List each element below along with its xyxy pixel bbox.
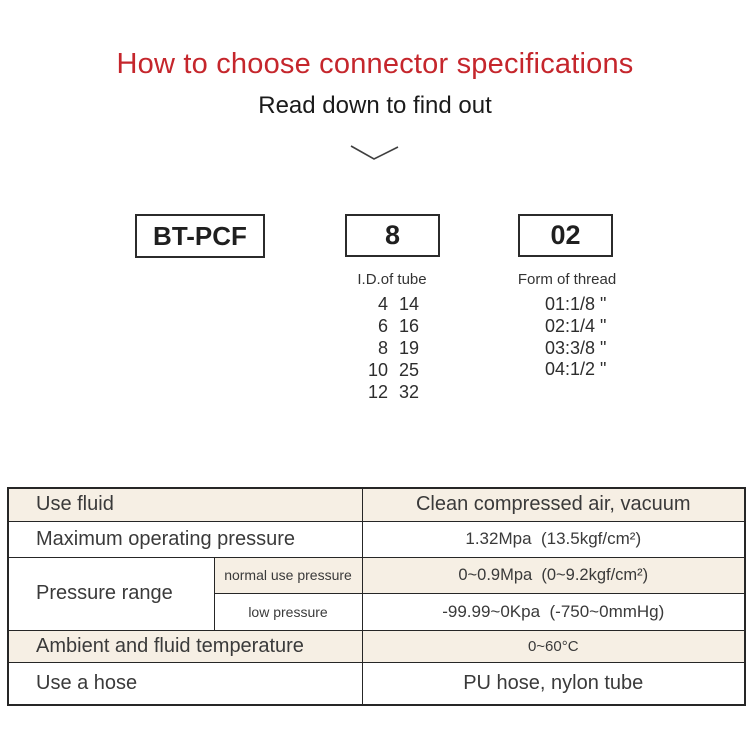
spec-value-temperature: 0~60°C	[361, 629, 746, 663]
spec-label-hose: Use a hose	[7, 661, 363, 706]
spec-sublabel-low-pressure: low pressure	[213, 592, 363, 631]
tube-id: 10	[367, 359, 388, 380]
tube-caption: I.D.of tube	[357, 271, 427, 288]
chevron-down-icon	[350, 145, 399, 160]
tube-id: 4	[377, 294, 388, 315]
spec-value-normal-pressure: 0~0.9Mpa (0~9.2kgf/cm²)	[361, 556, 746, 594]
model-code-text: BT-PCF	[153, 220, 247, 251]
spec-label-pressure-range: Pressure range	[7, 556, 215, 631]
tube-size-row: 8 19	[338, 338, 446, 360]
spec-value-use-fluid: Clean compressed air, vacuum	[361, 487, 746, 522]
table-row: low pressure -99.99~0Kpa (-750~0mmHg)	[8, 592, 746, 631]
spec-label-temperature: Ambient and fluid temperature	[7, 629, 363, 663]
table-row: Pressure range normal use pressure 0~0.9…	[7, 556, 746, 631]
tube-od: 32	[399, 381, 420, 402]
tube-size-row: 4 14	[338, 294, 446, 316]
thread-option-list: 01:1/8 " 02:1/4 " 03:3/8 " 04:1/2 "	[545, 294, 606, 381]
tube-size-row: 10 25	[338, 359, 446, 381]
tube-id: 8	[377, 337, 388, 358]
table-row: Maximum operating pressure 1.32Mpa (13.5…	[7, 520, 746, 558]
tube-size-list: 4 14 6 16 8 19 10 25 12 32	[338, 294, 446, 403]
page-subtitle: Read down to find out	[258, 92, 492, 119]
tube-od: 25	[399, 359, 420, 380]
thread-code-text: 02	[550, 220, 581, 250]
thread-option: 02:1/4 "	[545, 315, 607, 336]
tube-size-code-text: 8	[384, 220, 401, 250]
thread-option: 03:3/8 "	[545, 337, 607, 358]
tube-size-row: 6 16	[338, 316, 446, 338]
spec-table: Use fluid Clean compressed air, vacuum M…	[7, 487, 746, 706]
thread-option: 04:1/2 "	[545, 359, 607, 380]
spec-label-use-fluid: Use fluid	[7, 487, 363, 522]
tube-od: 16	[399, 316, 420, 337]
table-row: Use fluid Clean compressed air, vacuum	[7, 487, 746, 522]
thread-option: 01:1/8 "	[545, 294, 607, 314]
thread-caption: Form of thread	[517, 271, 617, 288]
tube-od: 19	[399, 337, 420, 358]
model-code-box: BT-PCF	[135, 214, 265, 258]
tube-od: 14	[399, 294, 420, 315]
tube-size-row: 12 32	[338, 381, 446, 403]
tube-id: 6	[377, 316, 388, 337]
spec-value-hose: PU hose, nylon tube	[361, 661, 746, 706]
table-row: Use a hose PU hose, nylon tube	[7, 661, 746, 706]
tube-size-code-box: 8	[345, 214, 440, 257]
spec-sublabel-normal-pressure: normal use pressure	[213, 556, 363, 594]
spec-value-low-pressure: -99.99~0Kpa (-750~0mmHg)	[361, 592, 746, 631]
page-title: How to choose connector specifications	[116, 48, 634, 80]
spec-label-max-pressure: Maximum operating pressure	[7, 520, 363, 558]
spec-value-max-pressure: 1.32Mpa (13.5kgf/cm²)	[361, 520, 746, 558]
tube-id: 12	[367, 381, 388, 402]
thread-code-box: 02	[518, 214, 613, 257]
table-row: Ambient and fluid temperature 0~60°C	[7, 629, 746, 663]
